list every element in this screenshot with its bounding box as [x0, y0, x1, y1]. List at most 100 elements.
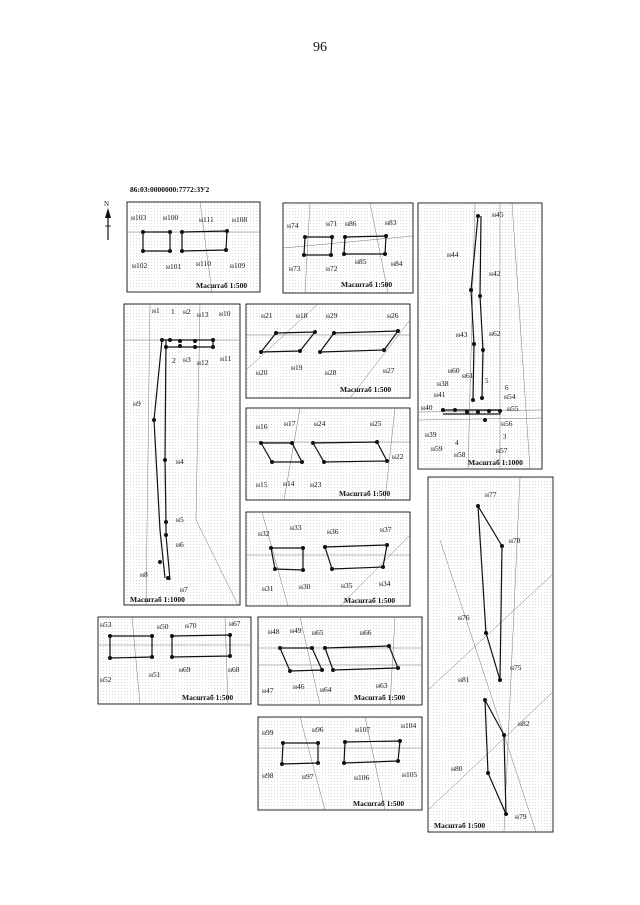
point-label: н34 — [379, 579, 391, 588]
point-label: н77 — [485, 490, 497, 499]
point-label: н58 — [454, 450, 466, 459]
point-label: н82 — [518, 719, 530, 728]
point-label: н27 — [383, 366, 395, 375]
panel-p2: н74 н71 н86 н83 н73 н72 н85 н84 Масштаб … — [282, 202, 414, 294]
scale-label: Масштаб 1:500 — [340, 385, 391, 394]
point-label: н75 — [510, 663, 522, 672]
point-label: н110 — [196, 259, 211, 268]
point-label: н18 — [296, 311, 308, 320]
point-label: н100 — [163, 213, 179, 222]
point-label: н109 — [230, 261, 246, 270]
point-label: н63 — [376, 681, 388, 690]
point-label: н57 — [496, 446, 508, 455]
point-label: н26 — [387, 311, 399, 320]
point-label: н99 — [262, 728, 274, 737]
point-label: н106 — [354, 773, 370, 782]
point-label: н53 — [100, 620, 112, 629]
point-label: н102 — [132, 261, 148, 270]
point-label: н49 — [290, 626, 302, 635]
point-label: н60 — [448, 366, 460, 375]
point-label: н59 — [431, 444, 443, 453]
panel-p7: н32 н33 н36 н37 н31 н30 н35 н34 Масштаб … — [245, 511, 411, 607]
point-label: н6 — [176, 540, 184, 549]
panel-p6: н16 н17 н24 н25 н22 н15 н14 н23 Масштаб … — [245, 407, 411, 501]
point-label: н61 — [462, 371, 474, 380]
point-label: н7 — [180, 585, 188, 594]
north-arrow-icon — [105, 208, 111, 240]
point-label: 4 — [455, 439, 459, 447]
point-label: н64 — [320, 685, 332, 694]
point-label: н13 — [197, 310, 209, 319]
point-label: н76 — [458, 613, 470, 622]
point-label: н29 — [326, 311, 338, 320]
point-label: н69 — [179, 665, 191, 674]
point-label: н81 — [458, 675, 470, 684]
scale-label: Масштаб 1:500 — [353, 799, 404, 808]
scale-label: Масштаб 1:500 — [341, 280, 392, 289]
point-label: н111 — [199, 215, 214, 224]
scale-label: Масштаб 1:500 — [344, 596, 395, 605]
point-label: н48 — [268, 627, 280, 636]
scale-label: Масштаб 1:500 — [434, 821, 485, 830]
point-label: н62 — [489, 329, 501, 338]
point-label: н32 — [258, 529, 270, 538]
point-label: н51 — [149, 670, 161, 679]
point-label: н40 — [421, 403, 433, 412]
point-label: н65 — [312, 628, 324, 637]
scale-label: Масштаб 1:1000 — [468, 458, 523, 467]
point-label: н108 — [232, 215, 248, 224]
point-label: н56 — [501, 419, 513, 428]
point-label: н8 — [140, 570, 148, 579]
point-label: н22 — [392, 452, 404, 461]
panel-p5: н21 н18 н29 н26 н20 н19 н28 н27 Масштаб … — [245, 303, 411, 399]
scale-label: Масштаб 1:500 — [182, 693, 233, 702]
panel-p10: н99 н96 н107 н104 н98 н97 н106 н105 Масш… — [257, 716, 423, 811]
point-label: н79 — [515, 812, 527, 821]
point-label: н54 — [504, 392, 516, 401]
point-label: н9 — [133, 399, 141, 408]
point-label: н70 — [185, 621, 197, 630]
point-label: н52 — [100, 675, 112, 684]
point-label: н67 — [229, 619, 241, 628]
point-label: н104 — [401, 721, 417, 730]
point-label: н1 — [152, 306, 160, 315]
point-label: н17 — [284, 419, 296, 428]
point-label: н21 — [261, 311, 273, 320]
point-label: н24 — [314, 419, 326, 428]
point-label: н41 — [434, 390, 446, 399]
point-label: н2 — [183, 307, 191, 316]
panel-p1: н103 н100 н111 н108 н102 н101 н110 н109 … — [126, 201, 261, 293]
panel-p11: н77 н78 н76 н75 н81 н82 н80 н79 Масштаб … — [427, 476, 554, 833]
panel-p9: н48 н49 н65 н66 н47 н46 н64 н63 Масштаб … — [257, 616, 423, 706]
panel-p8: н53 н50 н70 н67 н52 н51 н69 н68 Масштаб … — [97, 616, 252, 705]
point-label: н71 — [326, 219, 338, 228]
point-label: н12 — [197, 358, 209, 367]
point-label: н66 — [360, 628, 372, 637]
point-label: н4 — [176, 457, 184, 466]
point-label: н16 — [256, 422, 268, 431]
point-label: н74 — [287, 221, 299, 230]
point-label: н31 — [262, 584, 274, 593]
point-label: н11 — [220, 354, 231, 363]
point-label: н85 — [355, 257, 367, 266]
panel-p3: н45 н44 н42 н43 н62 н60 н61 н38 н41 н40 … — [417, 202, 543, 470]
point-label: н50 — [157, 622, 169, 631]
point-label: н86 — [345, 219, 357, 228]
point-label: н72 — [326, 264, 338, 273]
point-label: н96 — [312, 725, 324, 734]
point-label: н3 — [183, 355, 191, 364]
point-label: н83 — [385, 218, 397, 227]
point-label: 2 — [172, 356, 176, 365]
point-label: н44 — [447, 250, 459, 259]
point-label: н5 — [176, 515, 184, 524]
point-label: н38 — [437, 379, 449, 388]
point-label: н20 — [256, 368, 268, 377]
point-label: н25 — [370, 419, 382, 428]
page-number: 96 — [313, 40, 327, 55]
point-label: н107 — [355, 725, 371, 734]
point-label: н23 — [310, 480, 322, 489]
scale-label: Масштаб 1:500 — [354, 693, 405, 702]
point-label: н36 — [327, 527, 339, 536]
scale-label: Масштаб 1:1000 — [130, 595, 185, 604]
